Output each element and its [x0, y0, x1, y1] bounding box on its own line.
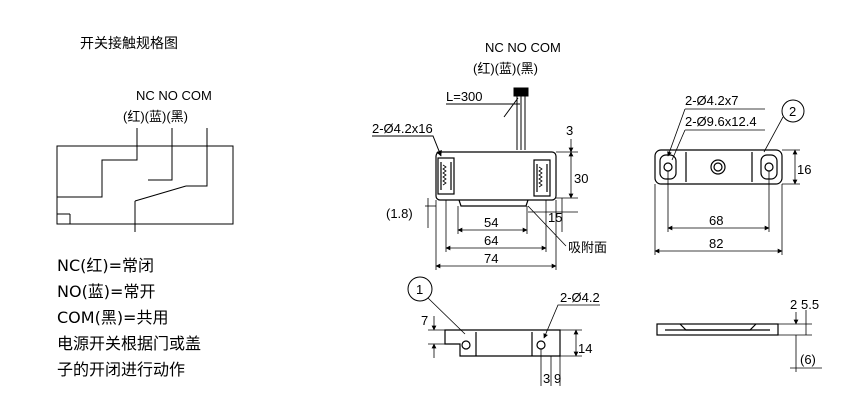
bracket-dim-9: 9 [554, 371, 561, 386]
side-dim-2: 2 [790, 297, 797, 312]
front-view: NC NO COM (红)(蓝)(黑) L=300 [372, 40, 607, 270]
front-right-slot [533, 159, 551, 197]
front-dim-15: 15 [548, 210, 562, 225]
front-dim-30: 30 [574, 171, 588, 186]
front-color-labels: (红)(蓝)(黑) [473, 61, 538, 76]
lead-length-label: L=300 [446, 89, 483, 104]
top-dim-68: 68 [709, 213, 723, 228]
bracket-dim-7: 7 [421, 313, 428, 328]
top-view: 2-Ø4.2x7 2-Ø9.6x12.4 2 [654, 93, 811, 255]
com-lead [186, 128, 208, 187]
legend-no: NO(蓝)=常开 [57, 282, 156, 301]
no-lead [148, 128, 173, 181]
top-hole-callout-b: 2-Ø9.6x12.4 [685, 114, 757, 129]
top-body [654, 149, 783, 185]
legend-nc: NC(红)=常闭 [57, 256, 155, 275]
legend-note-line1: 电源开关根据门或盖 [57, 334, 202, 353]
front-dim-54: 54 [484, 215, 498, 230]
top-hole-callout-a: 2-Ø4.2x7 [685, 93, 738, 108]
front-body [435, 151, 557, 201]
side-dim-6: (6) [800, 352, 816, 367]
schematic-box [56, 145, 234, 225]
schematic-wire-labels: NC NO COM [136, 88, 212, 103]
drawing-title: 开关接触规格图 [80, 36, 178, 52]
side-view: 2 5.5 (6) [656, 297, 822, 372]
switch-schematic: NC NO COM (红)(蓝)(黑) [56, 88, 234, 232]
marker-2-label: 2 [789, 104, 796, 119]
marker-1-label: 1 [416, 282, 423, 297]
side-body [656, 323, 779, 336]
front-dim-3: 3 [566, 123, 573, 138]
marker-circle-2 [781, 99, 805, 123]
schematic-color-labels: (红)(蓝)(黑) [123, 109, 188, 124]
bracket-dim-14: 14 [578, 341, 592, 356]
bracket-view: 1 2-Ø4.2 [407, 276, 600, 386]
contact-blade [134, 185, 187, 202]
side-dim-5-5: 5.5 [801, 297, 819, 312]
legend-note-line2: 子的开闭进行动作 [57, 360, 186, 379]
top-dim-82: 82 [709, 236, 723, 251]
nc-lead [57, 128, 138, 198]
front-dim-64: 64 [484, 233, 498, 248]
marker-circle-1 [407, 276, 433, 302]
front-wire-labels: NC NO COM [485, 40, 561, 55]
bracket-hole-callout: 2-Ø4.2 [560, 290, 600, 305]
front-left-slot [437, 157, 455, 195]
top-dim-16: 16 [797, 162, 811, 177]
bracket-dim-3: 3 [543, 371, 550, 386]
front-dim-74: 74 [484, 251, 498, 266]
suction-face-label: 吸附面 [568, 240, 607, 255]
legend-com: COM(黑)=共用 [57, 308, 169, 327]
front-hole-callout: 2-Ø4.2x16 [372, 121, 433, 136]
front-dim-1-8: (1.8) [386, 206, 413, 221]
